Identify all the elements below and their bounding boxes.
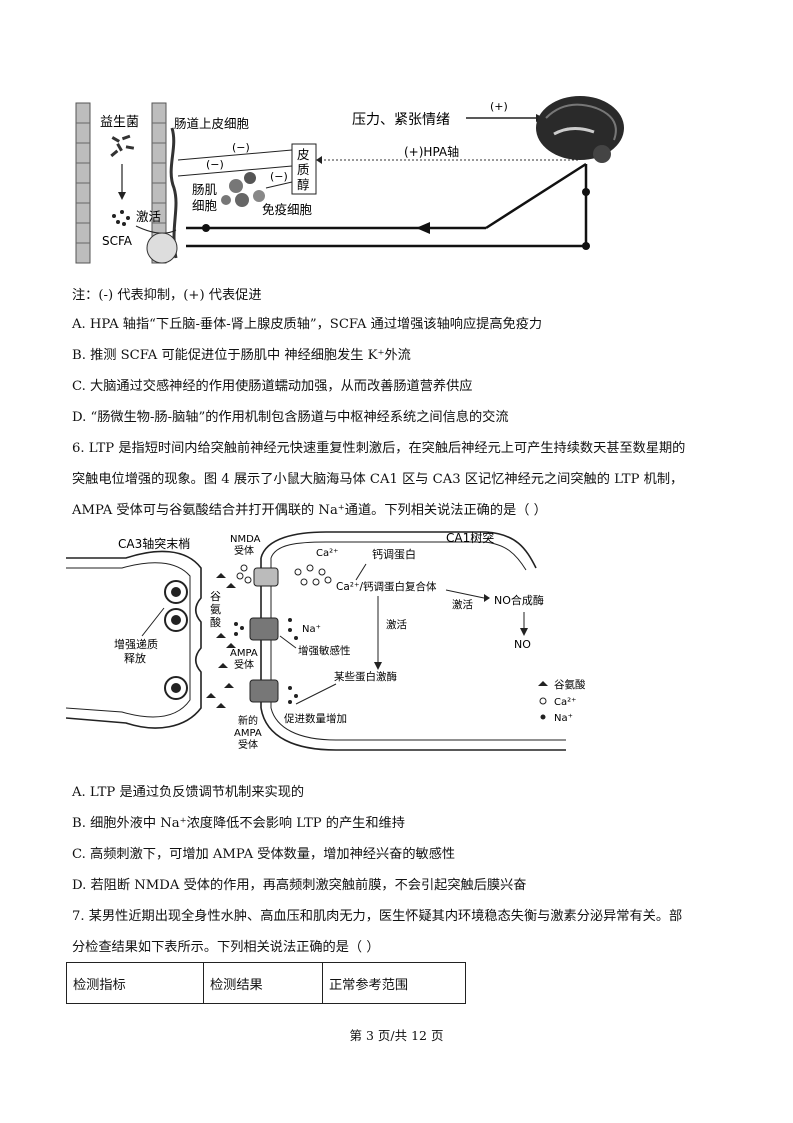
cortisol-box: [291, 143, 317, 195]
ca1-label: CA1树突: [446, 530, 494, 545]
na-dots: [234, 618, 298, 704]
new-ampa-receptor: [249, 679, 279, 703]
stress-label: 压力、紧张情绪: [352, 112, 450, 128]
complex-label: Ca²⁺/钙调蛋白复合体: [336, 580, 437, 593]
svg-text:受体: 受体: [234, 545, 254, 557]
svg-text:酸: 酸: [210, 615, 221, 629]
probiotic-label: 益生菌: [100, 115, 139, 130]
calmodulin-label: 钙调蛋白: [372, 547, 416, 561]
svg-text:Ca²⁺: Ca²⁺: [554, 697, 576, 708]
svg-text:皮: 皮: [297, 147, 310, 162]
no-label: NO: [514, 638, 531, 651]
q5-option-c: C. 大脑通过交感神经的作用使肠道蠕动加强，从而改善肠道营养供应: [72, 379, 473, 394]
ca-dots-inside: [294, 564, 332, 586]
q5-option-d: D. “肠微生物-肠-脑轴”的作用机制包含肠道与中枢神经系统之间信息的交流: [72, 410, 509, 425]
svg-text:释放: 释放: [124, 651, 146, 665]
q6-stem-line-3: AMPA 受体可与谷氨酸结合并打开偶联的 Na⁺通道。下列相关说法正确的是（ ）: [72, 503, 547, 518]
svg-text:AMPA: AMPA: [234, 728, 262, 739]
gut-brain-axis-figure: 益生菌 SCFA 肠道上皮细胞 肠肌 细胞 激活 免疫细胞 皮 质 醇 (−) …: [75, 96, 624, 264]
svg-text:质: 质: [297, 162, 310, 177]
table-header-row: 检测指标 检测结果 正常参考范围: [66, 962, 466, 1004]
svg-text:醇: 醇: [297, 177, 310, 192]
table-header-cell: 检测指标: [66, 962, 204, 1004]
q6-option-a: A. LTP 是通过负反馈调节机制来实现的: [72, 785, 305, 800]
svg-text:Na⁺: Na⁺: [554, 713, 573, 724]
epithelial-column-left: [75, 102, 91, 264]
svg-text:(+): (+): [490, 100, 508, 113]
svg-text:受体: 受体: [234, 659, 254, 671]
q7-stem-line-2: 分检查结果如下表所示。下列相关说法正确的是（ ）: [72, 940, 380, 955]
legend: 谷氨酸 Ca²⁺ Na⁺: [538, 678, 586, 724]
ampa-receptor: [249, 617, 279, 641]
q6-stem-line-1: 6. LTP 是指短时间内给突触前神经元快速重复性刺激后，在突触后神经元上可产生…: [72, 441, 686, 456]
q6-option-b: B. 细胞外液中 Na⁺浓度降低不会影响 LTP 的产生和维持: [72, 816, 405, 831]
nmda-receptor: [253, 567, 279, 587]
ltp-synapse-figure: CA3轴突末梢 增强递质 释放 谷 氨 酸 NMDA 受体 AMPA 受体 新的…: [66, 530, 586, 751]
q5-option-a: A. HPA 轴指“下丘脑-垂体-肾上腺皮质轴”，SCFA 通过增强该轴响应提高…: [72, 317, 543, 332]
hpa-label: (+)HPA轴: [404, 144, 459, 159]
page-footer: 第 3 页/共 12 页: [349, 1028, 444, 1043]
immune-cells-icon: [221, 172, 265, 207]
result-table: 检测指标 检测结果 正常参考范围: [66, 962, 466, 1004]
svg-text:谷氨酸: 谷氨酸: [554, 678, 586, 691]
svg-text:谷: 谷: [210, 590, 221, 603]
q6-option-c: C. 高频刺激下，可增加 AMPA 受体数量，增加神经兴奋的敏感性: [72, 847, 456, 862]
neuron-ball: [146, 232, 178, 264]
svg-text:增强递质: 增强递质: [114, 637, 158, 651]
scfa-label: SCFA: [102, 234, 133, 248]
q5-option-b: B. 推测 SCFA 可能促进位于肠肌中 神经细胞发生 K⁺外流: [72, 348, 411, 363]
svg-text:(−): (−): [206, 158, 224, 171]
immune-label: 免疫细胞: [262, 202, 313, 217]
svg-text:AMPA: AMPA: [230, 648, 258, 659]
bacteria-icon: [110, 134, 135, 158]
presynaptic-outline: [66, 550, 202, 729]
ca3-label: CA3轴突末梢: [118, 536, 190, 551]
postsynaptic-outline: [260, 531, 537, 569]
svg-text:(−): (−): [270, 170, 288, 183]
activate-label: 激活: [136, 209, 161, 224]
nos-label: NO合成酶: [494, 593, 544, 607]
increase-label: 促进数量增加: [284, 712, 347, 725]
svg-text:激活: 激活: [386, 618, 407, 631]
q7-stem-line-1: 7. 某男性近期出现全身性水肿、高血压和肌肉无力，医生怀疑其内环境稳态失衡与激素…: [72, 909, 683, 924]
scfa-dots: [112, 210, 130, 226]
svg-text:新的: 新的: [238, 714, 258, 727]
brain-icon: [536, 96, 624, 163]
muscle-label-1: 肠肌: [192, 182, 218, 197]
vesicle-icon: [164, 580, 188, 700]
figure-note: 注：(-) 代表抑制，(+) 代表促进: [72, 288, 262, 303]
svg-text:NMDA: NMDA: [230, 534, 261, 545]
svg-text:Na⁺: Na⁺: [302, 624, 321, 635]
q6-stem-line-2: 突触电位增强的现象。图 4 展示了小鼠大脑海马体 CA1 区与 CA3 区记忆神…: [72, 472, 684, 487]
svg-text:激活: 激活: [452, 598, 473, 611]
q6-option-d: D. 若阻断 NMDA 受体的作用，再高频刺激突触前膜，不会引起突触后膜兴奋: [72, 878, 527, 893]
table-header-cell: 检测结果: [203, 962, 323, 1004]
epithelial-label: 肠道上皮细胞: [174, 116, 250, 131]
kinase-label: 某些蛋白激酶: [334, 670, 397, 683]
muscle-label-2: 细胞: [192, 198, 218, 213]
svg-text:氨: 氨: [210, 603, 221, 616]
sensitivity-label: 增强敏感性: [298, 644, 351, 657]
svg-text:受体: 受体: [238, 739, 258, 751]
svg-text:(−): (−): [232, 141, 250, 154]
glutamate-molecules: [206, 573, 236, 708]
ca-dots-cleft: [236, 564, 252, 584]
table-header-cell: 正常参考范围: [322, 962, 466, 1004]
svg-text:Ca²⁺: Ca²⁺: [316, 548, 338, 559]
